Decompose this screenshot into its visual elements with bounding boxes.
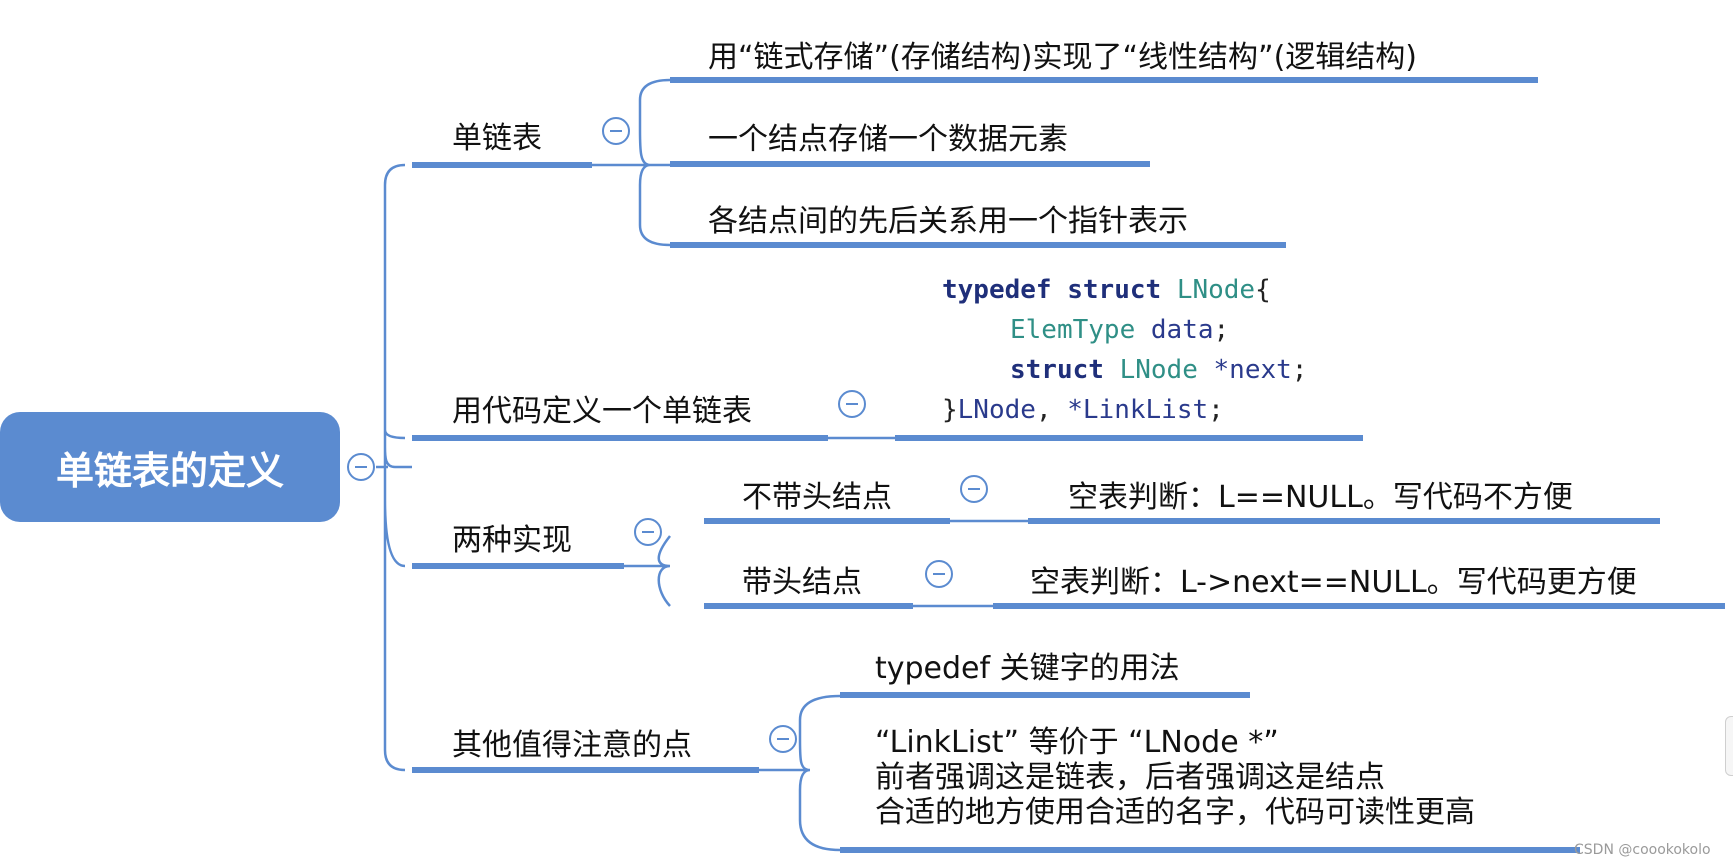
note-typedef-usage-underline: [840, 692, 1250, 698]
branch-code-definition-collapse-icon[interactable]: [838, 390, 866, 418]
code-semicolon-2: ;: [1213, 315, 1230, 345]
impl-head-node-collapse-icon[interactable]: [925, 560, 953, 588]
root-node[interactable]: 单链表的定义: [0, 412, 340, 522]
branch-single-linked-list-underline: [412, 162, 592, 168]
code-keyword-typedef: typedef: [942, 275, 1052, 305]
code-elem-type: ElemType: [1010, 315, 1136, 345]
code-line-3: struct LNode *next;: [942, 350, 1307, 390]
note-linklist-equivalence-underline: [840, 847, 1580, 853]
code-semicolon-4: ;: [1208, 395, 1224, 425]
leaf-node-stores-element-underline: [670, 161, 1150, 167]
root-label: 单链表的定义: [55, 448, 284, 493]
branch-two-implementations-collapse-icon[interactable]: [634, 518, 662, 546]
leaf-pointer-relation: 各结点间的先后关系用一个指针表示: [708, 204, 1188, 239]
impl-no-head-node-detail-underline: [1028, 518, 1660, 524]
branch-other-notes-underline: [412, 767, 759, 773]
watermark: CSDN @coookokolo: [1574, 842, 1711, 858]
note-linklist-line-1: “LinkList” 等价于 “LNode *”: [875, 725, 1279, 760]
note-linklist-line-2: 前者强调这是链表，后者强调这是结点: [875, 760, 1385, 795]
leaf-chain-storage: 用“链式存储”(存储结构)实现了“线性结构”(逻辑结构): [708, 40, 1417, 75]
impl-no-head-node-underline: [704, 518, 950, 524]
leaf-chain-storage-underline: [670, 77, 1538, 83]
impl-no-head-node-collapse-icon[interactable]: [960, 475, 988, 503]
code-keyword-struct: struct: [1067, 275, 1162, 305]
leaf-pointer-relation-underline: [670, 242, 1286, 248]
code-line-1: typedef struct LNode{: [942, 270, 1307, 310]
code-close-brace: }: [942, 395, 958, 425]
leaf-node-stores-element: 一个结点存储一个数据元素: [708, 122, 1068, 157]
code-alias-lnode: LNode: [957, 395, 1036, 425]
code-field-next: *next: [1213, 355, 1292, 385]
branch-single-linked-list-label: 单链表: [452, 121, 542, 156]
root-collapse-icon[interactable]: [347, 453, 375, 481]
branch-two-implementations-label: 两种实现: [452, 523, 572, 558]
branch-single-linked-list-collapse-icon[interactable]: [602, 117, 630, 145]
trunk-connector: [383, 163, 412, 772]
impl-head-node-underline: [704, 603, 913, 609]
code-struct-name: LNode: [1176, 275, 1256, 305]
code-line-4: }LNode, *LinkList;: [942, 390, 1307, 430]
impl-head-node-detail-underline: [993, 603, 1725, 609]
scrollbar-handle[interactable]: [1725, 716, 1733, 776]
branch-code-definition-label: 用代码定义一个单链表: [452, 394, 752, 429]
impl-head-node-detail: 空表判断：L->next==NULL。写代码更方便: [1030, 565, 1637, 600]
code-struct-name-2: LNode: [1119, 355, 1198, 385]
code-block: typedef struct LNode{ ElemType data; str…: [942, 270, 1307, 430]
impl-head-node-label: 带头结点: [742, 565, 862, 600]
note-typedef-usage: typedef 关键字的用法: [875, 651, 1180, 686]
branch-code-definition-underline: [412, 435, 828, 441]
branch-two-implementations-underline: [412, 563, 624, 569]
code-alias-linklist: *LinkList: [1067, 395, 1209, 425]
code-open-brace: {: [1255, 275, 1271, 305]
code-field-data: data: [1150, 315, 1214, 345]
code-semicolon-3: ;: [1291, 355, 1308, 385]
impl-no-head-node-detail: 空表判断：L==NULL。写代码不方便: [1068, 480, 1573, 515]
impl-no-head-node-label: 不带头结点: [742, 480, 892, 515]
code-comma: ,: [1035, 395, 1068, 425]
branch4-connector: [757, 694, 841, 852]
code-line-2: ElemType data;: [942, 310, 1307, 350]
branch3-connector: [622, 535, 671, 607]
code-block-underline: [895, 435, 1363, 441]
branch-other-notes-collapse-icon[interactable]: [769, 725, 797, 753]
code-keyword-struct-2: struct: [1010, 355, 1104, 385]
note-linklist-line-3: 合适的地方使用合适的名字，代码可读性更高: [875, 795, 1475, 830]
branch-other-notes-label: 其他值得注意的点: [452, 728, 692, 763]
note-linklist-equivalence: “LinkList” 等价于 “LNode *” 前者强调这是链表，后者强调这是…: [875, 725, 1475, 830]
branch1-connector: [590, 78, 671, 247]
